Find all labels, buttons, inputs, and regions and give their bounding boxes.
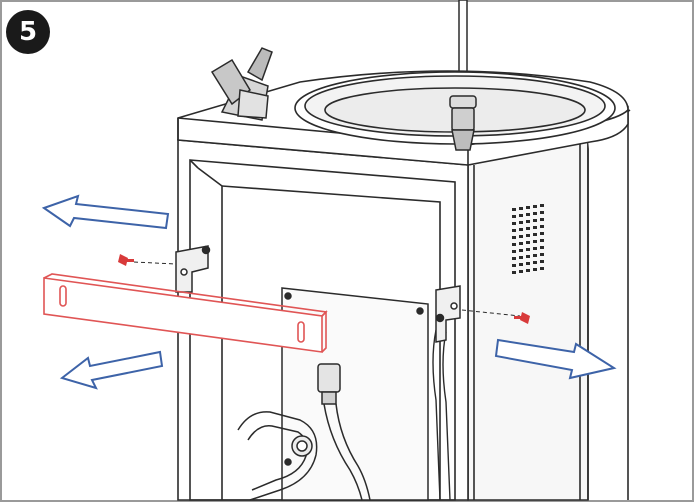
water-hose [237,363,371,501]
screw-left [118,254,177,266]
bracket-slot-right [297,321,305,343]
screw-right [461,309,530,324]
cross-brace-bracket [43,273,328,353]
bubbler-faucet [210,47,273,121]
bracket-slot-left [59,285,67,307]
left-arrow-upper [41,194,170,230]
right-arrow [494,338,617,380]
vent-grille [512,204,544,274]
right-mounting-tab [435,285,461,343]
pipe-valve [449,95,477,151]
step-number-badge: 5 [6,10,50,54]
left-arrow-lower [59,350,164,390]
